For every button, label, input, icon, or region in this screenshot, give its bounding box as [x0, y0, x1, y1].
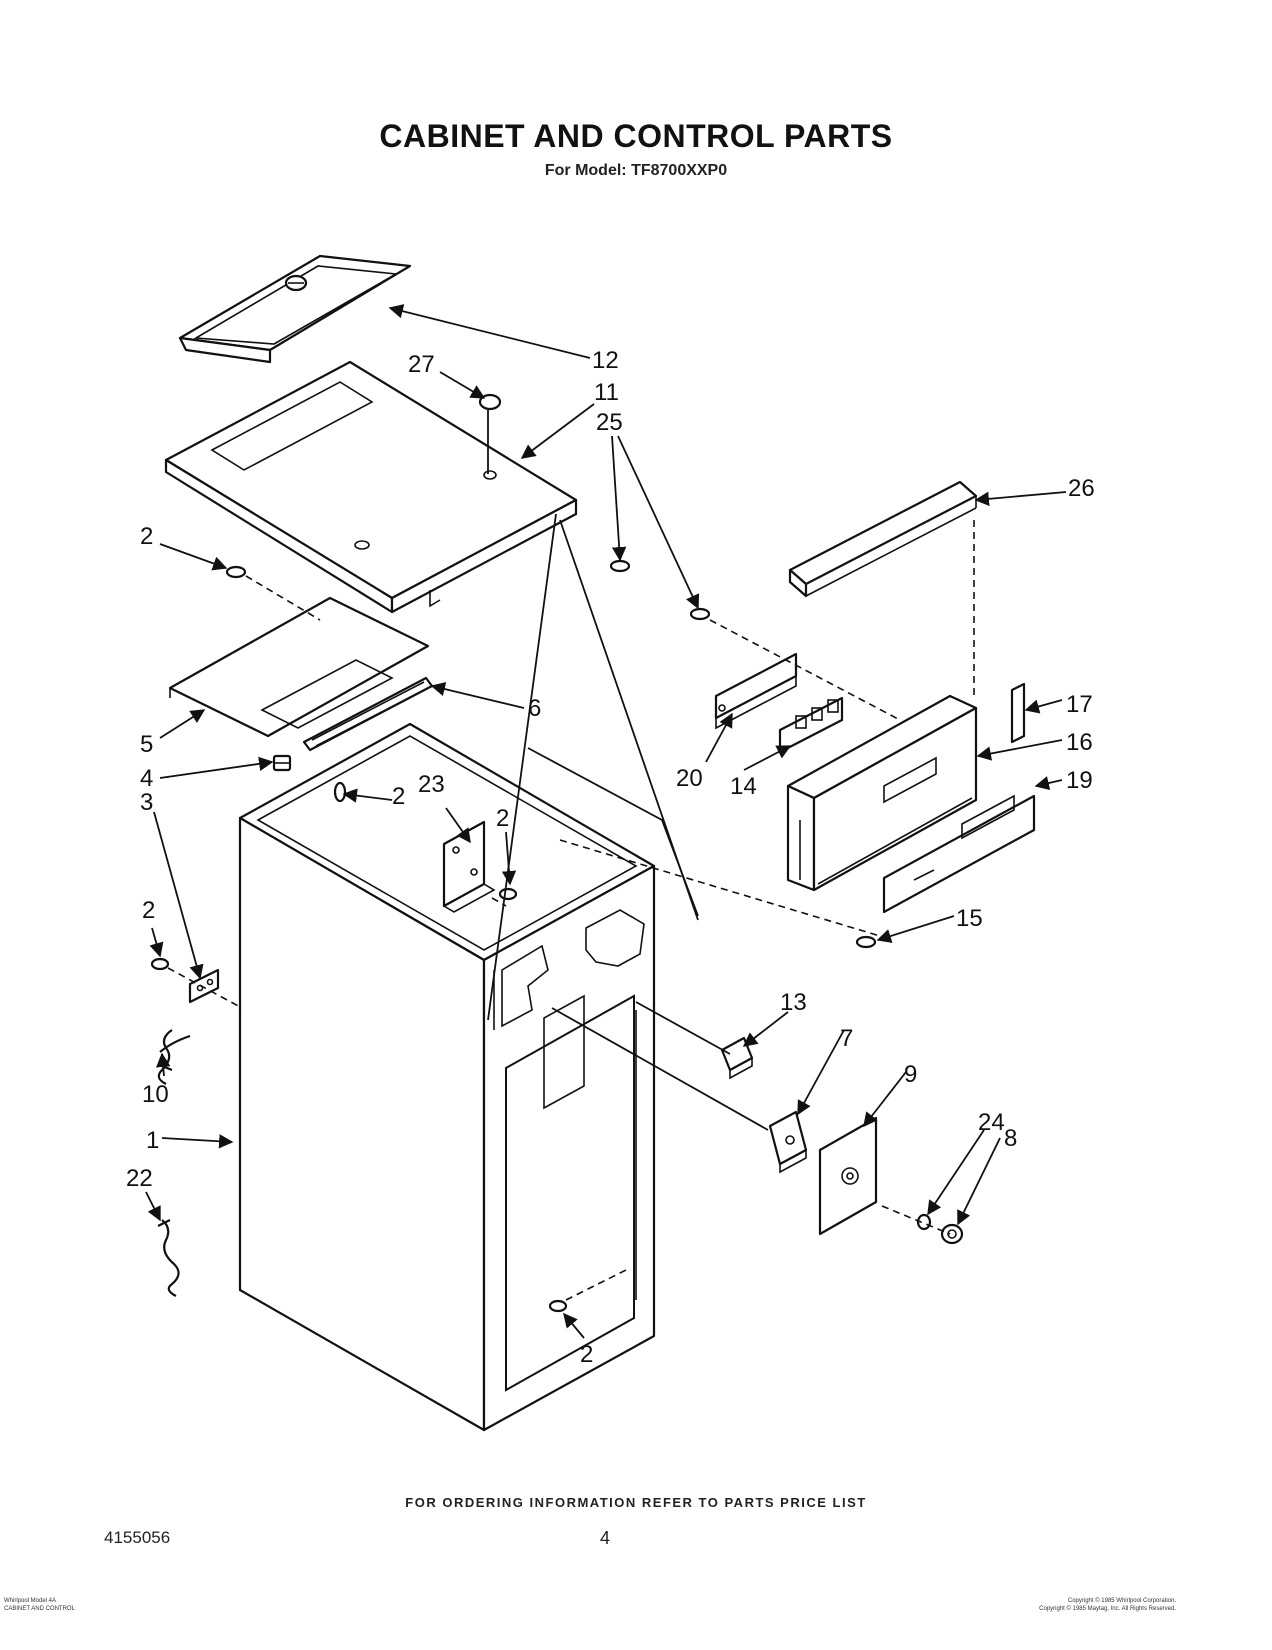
page-number: 4: [600, 1528, 611, 1548]
part-5-inner-panel: [168, 596, 430, 738]
callout-22: 22: [126, 1165, 153, 1192]
part-11-top-cover: [164, 360, 578, 614]
callout-2: 2: [142, 897, 155, 924]
callout-2: 2: [496, 805, 509, 832]
callout-20: 20: [676, 765, 703, 792]
part-8-knob: [940, 1223, 964, 1245]
assembly-lines: [167, 520, 975, 1301]
callout-23: 23: [418, 771, 445, 798]
callout-25: 25: [596, 409, 623, 436]
part-24-washer: [916, 1213, 932, 1231]
callout-5: 5: [140, 731, 153, 758]
callout-9: 9: [904, 1061, 917, 1088]
callout-26: 26: [1068, 475, 1095, 502]
callout-12: 12: [592, 347, 619, 374]
callout-15: 15: [956, 905, 983, 932]
part-26-trim-strip: [788, 480, 978, 598]
callout-3: 3: [140, 789, 153, 816]
callout-14: 14: [730, 773, 757, 800]
model-subtitle: For Model: TF8700XXP0: [544, 162, 728, 179]
part-4-clip: [272, 754, 292, 772]
part-16-control-panel: [786, 694, 978, 892]
leader-lines: [145, 304, 1067, 1339]
callout-8: 8: [1004, 1125, 1017, 1152]
part-22-cord: [157, 1219, 180, 1297]
footer-fine-print-right: Copyright © 1985 Whirlpool Corporation. …: [1039, 1598, 1176, 1612]
part-1-cabinet: [238, 722, 656, 1432]
callout-2: 2: [392, 783, 405, 810]
ordering-note: FOR ORDERING INFORMATION REFER TO PARTS …: [405, 1495, 867, 1510]
callout-27: 27: [408, 351, 435, 378]
part-3-bracket: [188, 968, 220, 1004]
callout-17: 17: [1066, 691, 1093, 718]
document-number: 4155056: [104, 1528, 171, 1547]
callout-16: 16: [1066, 729, 1093, 756]
part-14-switch-block: [778, 696, 844, 754]
callout-19: 19: [1066, 767, 1093, 794]
callout-labels: 12 27 11 25 26 2 6 5 4 3 23 2 2 17 16 19…: [126, 347, 1095, 1368]
callout-6: 6: [528, 695, 541, 722]
part-19-overlay: [882, 794, 1036, 914]
callout-2: 2: [580, 1341, 593, 1368]
part-23-bracket: [442, 820, 496, 913]
callout-4: 4: [140, 765, 153, 792]
part-12-lid: [178, 254, 412, 364]
page-title: CABINET AND CONTROL PARTS: [379, 118, 893, 154]
footer-fine-print-left: Whirlpool Model 4A CABINET AND CONTROL: [4, 1598, 75, 1612]
part-17-clip: [1010, 682, 1026, 744]
callout-2: 2: [140, 523, 153, 550]
screws: [150, 559, 877, 1313]
callout-7: 7: [840, 1025, 853, 1052]
callout-10: 10: [142, 1081, 169, 1108]
callout-13: 13: [780, 989, 807, 1016]
callout-1: 1: [146, 1127, 159, 1154]
part-7-housing: [768, 1110, 808, 1174]
part-9-plate: [818, 1116, 878, 1236]
part-20-bracket: [714, 652, 798, 730]
alignment-lines: [487, 513, 769, 1131]
callout-11: 11: [594, 379, 619, 406]
callout-24: 24: [978, 1109, 1005, 1136]
